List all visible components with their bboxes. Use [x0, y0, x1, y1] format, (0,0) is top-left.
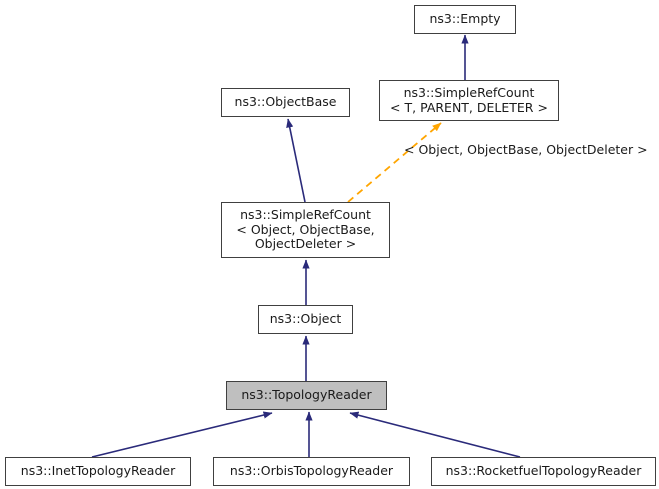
node-label-line: ns3::RocketfuelTopologyReader	[445, 463, 642, 479]
node-ns3-objectbase[interactable]: ns3::ObjectBase	[221, 88, 350, 117]
node-ns3-simplerefcount-object[interactable]: ns3::SimpleRefCount < Object, ObjectBase…	[221, 202, 390, 258]
edge-label-line: < Object, ObjectBase,	[404, 142, 543, 157]
edge-label-template-binding: < Object, ObjectBase, ObjectDeleter >	[404, 142, 648, 157]
node-label-line: ns3::TopologyReader	[241, 387, 372, 403]
node-label-line: < T, PARENT, DELETER >	[390, 99, 548, 115]
edge-simplerefcount-object-to-objectbase	[286, 118, 306, 203]
node-label-line: ns3::InetTopologyReader	[20, 463, 176, 479]
edge-rocketfuel-to-topologyreader	[349, 411, 521, 458]
node-label-line: ns3::SimpleRefCount	[240, 207, 371, 223]
node-ns3-simplerefcount-template[interactable]: ns3::SimpleRefCount < T, PARENT, DELETER…	[379, 80, 559, 121]
node-ns3-topologyreader[interactable]: ns3::TopologyReader	[226, 381, 387, 410]
node-label-line: ns3::Object	[269, 311, 342, 327]
node-label-line: ns3::SimpleRefCount	[403, 85, 535, 100]
node-label-line: ObjectDeleter >	[254, 236, 357, 252]
node-ns3-object[interactable]: ns3::Object	[258, 305, 353, 334]
edge-inet-to-topologyreader	[91, 411, 273, 458]
edge-template-binding-dashed	[347, 122, 442, 203]
node-label-line: ns3::OrbisTopologyReader	[229, 463, 394, 479]
node-ns3-orbistopologyreader[interactable]: ns3::OrbisTopologyReader	[213, 457, 410, 486]
node-label-line: ns3::Empty	[429, 11, 501, 27]
node-label-line: ns3::ObjectBase	[234, 94, 337, 110]
node-ns3-empty[interactable]: ns3::Empty	[414, 5, 516, 34]
node-label-line: < Object, ObjectBase,	[236, 221, 375, 237]
edge-label-line: ObjectDeleter >	[546, 142, 648, 157]
node-ns3-inettopologyreader[interactable]: ns3::InetTopologyReader	[5, 457, 191, 486]
node-ns3-rocketfueltopologyreader[interactable]: ns3::RocketfuelTopologyReader	[431, 457, 656, 486]
